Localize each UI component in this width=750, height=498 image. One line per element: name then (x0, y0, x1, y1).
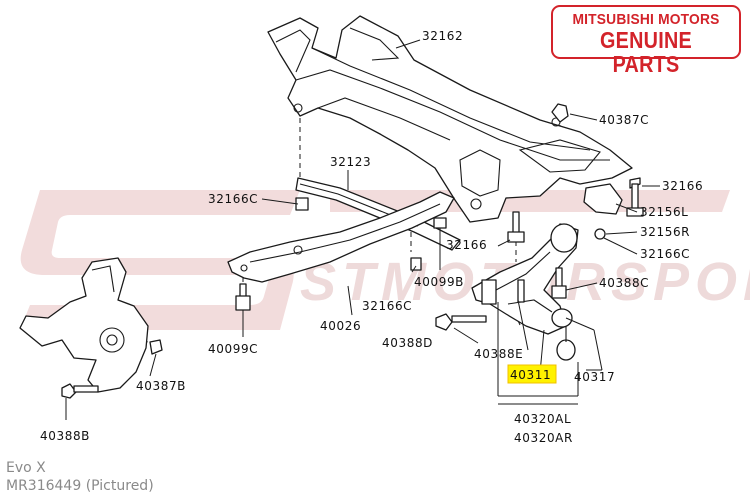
caption-part-number: MR316449 (Pictured) (6, 478, 154, 494)
brand-line-2: GENUINE PARTS (600, 27, 692, 77)
callout-40388c: 40388C (599, 276, 649, 290)
fasteners (61, 103, 644, 399)
callout-40387b: 40387B (136, 379, 186, 393)
callout-40317: 40317 (574, 370, 615, 384)
callout-32162: 32162 (422, 29, 463, 43)
member-40026 (227, 191, 455, 283)
callout-40320al: 40320AL (514, 412, 571, 426)
callout-40099b: 40099B (414, 275, 464, 289)
callout-40388d: 40388D (382, 336, 433, 350)
callout-40388b: 40388B (40, 429, 90, 443)
callout-40387c: 40387C (599, 113, 649, 127)
callout-32166c-right: 32166C (640, 247, 690, 261)
callout-40388e: 40388E (474, 347, 523, 361)
callout-40311: 40311 (510, 368, 551, 382)
callout-32156r: 32156R (640, 225, 690, 239)
highlight-40311 (507, 364, 557, 384)
callout-32166c-center: 32166C (362, 299, 412, 313)
leader-lines (65, 39, 660, 420)
callout-32166-mid: 32166 (446, 238, 487, 252)
callout-labels: 32162 40387C 32166 32156L 32156R 32166C … (40, 29, 703, 445)
callout-40026: 40026 (320, 319, 361, 333)
callout-32166c-left: 32166C (208, 192, 258, 206)
brand-line-1: MITSUBISHI MOTORS (572, 11, 720, 28)
callout-32123: 32123 (330, 155, 371, 169)
callout-40320ar: 40320AR (514, 431, 573, 445)
callout-32166-right: 32166 (662, 179, 703, 193)
callout-40099c: 40099C (208, 342, 258, 356)
watermark-logo-shape (20, 190, 300, 330)
steering-knuckle (19, 257, 149, 393)
callout-32156l: 32156L (640, 205, 688, 219)
mitsubishi-genuine-parts-logo: MITSUBISHI MOTORS GENUINE PARTS (551, 5, 741, 76)
crossmember-32162 (267, 15, 633, 223)
caption-model: Evo X (6, 460, 46, 476)
